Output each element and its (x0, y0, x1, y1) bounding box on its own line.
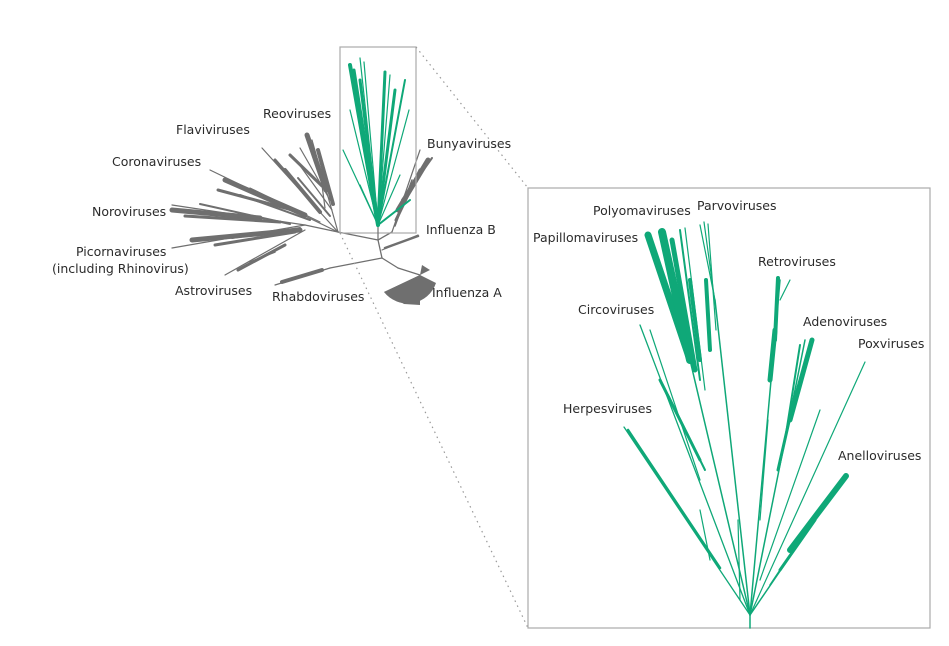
label-parvoviruses: Parvoviruses (697, 198, 776, 213)
label-retroviruses: Retroviruses (758, 254, 836, 269)
label-flaviviruses: Flaviviruses (176, 122, 250, 137)
bunyaviruses-clade (391, 149, 433, 233)
zoom-guide-lines (339, 46, 529, 629)
picornaviruses-clade (171, 224, 306, 249)
herpesviruses-clade (623, 426, 751, 616)
zoom-guide-bottom (339, 232, 529, 629)
parvoviruses-clade (688, 221, 751, 616)
zoom-dna-tree (623, 221, 866, 629)
label-papillomaviruses: Papillomaviruses (533, 230, 638, 245)
zoom-labels: Polyomaviruses Parvoviruses Papillomavir… (533, 198, 924, 463)
label-circoviruses: Circoviruses (578, 302, 654, 317)
label-poxviruses: Poxviruses (858, 336, 924, 351)
anelloviruses-clade (749, 473, 849, 616)
label-picornaviruses-note: (including Rhinovirus) (52, 261, 189, 276)
adenoviruses-clade (749, 337, 815, 616)
reoviruses-clade (288, 132, 339, 233)
circoviruses-clade (639, 324, 751, 616)
label-astroviruses: Astroviruses (175, 283, 252, 298)
label-polyomaviruses: Polyomaviruses (593, 203, 691, 218)
retroviruses-clade (749, 276, 791, 616)
label-reoviruses: Reoviruses (263, 106, 331, 121)
flaviviruses-clade (261, 147, 339, 233)
label-anelloviruses: Anelloviruses (838, 448, 921, 463)
zoom-guide-top (415, 46, 529, 189)
overview-labels: Reoviruses Flaviviruses Coronaviruses No… (52, 106, 511, 304)
influenza-b-clade (381, 234, 420, 251)
label-rhabdoviruses: Rhabdoviruses (272, 289, 364, 304)
label-herpesviruses: Herpesviruses (563, 401, 652, 416)
astroviruses-clade (224, 229, 306, 276)
noroviruses-clade (169, 203, 306, 226)
overview-backbone (304, 224, 399, 269)
label-picornaviruses: Picornaviruses (76, 244, 166, 259)
papillomaviruses-clade (644, 227, 751, 616)
label-influenza-a: Influenza A (432, 285, 502, 300)
zoom-panel-frame (527, 187, 931, 629)
label-noroviruses: Noroviruses (92, 204, 166, 219)
influenza-a-clade (384, 265, 436, 305)
label-coronaviruses: Coronaviruses (112, 154, 201, 169)
label-influenza-b: Influenza B (426, 222, 496, 237)
overview-tree (169, 132, 436, 305)
overview-dna-clade (342, 57, 411, 241)
rhabdoviruses-clade (274, 267, 331, 286)
label-bunyaviruses: Bunyaviruses (427, 136, 511, 151)
label-adenoviruses: Adenoviruses (803, 314, 887, 329)
poxviruses-clade (749, 361, 866, 616)
coronaviruses-clade (209, 169, 339, 233)
